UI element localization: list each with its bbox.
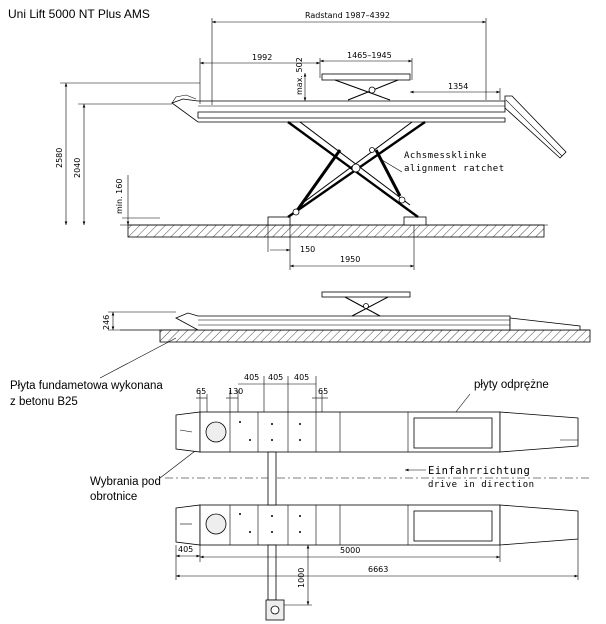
dim-1950: 1950 [340,255,360,264]
dim-2580: 2580 [55,148,64,168]
ground-slab [127,224,545,238]
lowered-view: 246 [102,291,591,343]
dim-65-right: 65 [318,387,328,396]
dim-150: 150 [300,245,315,254]
dim-1354: 1354 [448,82,468,91]
main-scissor [287,121,426,218]
plan-view: Einfahrrichtung drive in direction 65 13… [165,373,590,621]
plyta-label-2: z betonu B25 [10,396,78,408]
turntable-bottom [205,513,227,535]
runway-top [175,411,579,453]
plyta-label-1: Płyta fundametowa wykonana [10,380,163,392]
turntable-top [205,421,227,443]
dim-1465-1945: 1465–1945 [347,51,392,60]
drive-in-direction-label: drive in direction [428,480,535,490]
dim-radstand: Radstand 1987–4392 [305,11,390,20]
dim-min-160: min. 160 [115,179,124,214]
dim-405-c: 405 [294,373,309,382]
einfahrrichtung-label: Einfahrrichtung [428,465,530,477]
side-view: Radstand 1987–4392 1992 1465–1945 max. 5… [55,11,567,270]
dim-1000: 1000 [297,568,306,588]
dim-130: 130 [228,387,243,396]
dim-2040: 2040 [73,158,82,178]
dim-405-bottom: 405 [178,545,193,554]
wybrania-label-2: obrotnice [90,491,137,503]
achsmessklinke-label: Achsmessklinke [404,151,487,161]
wybrania-label-1: Wybrania pod [90,476,161,488]
dim-6663: 6663 [368,565,388,574]
lowered-slab [159,329,591,343]
dim-65-left: 65 [196,387,206,396]
dim-246: 246 [102,315,111,330]
plyty-label: płyty odprężne [474,379,549,391]
dim-1992: 1992 [252,53,272,62]
runway-bottom [175,504,579,546]
drive-on-ramp [504,95,567,159]
runway-platform [171,98,506,123]
alignment-ratchet-label: alignment ratchet [404,164,505,174]
dim-405-b: 405 [268,373,283,382]
dim-5000: 5000 [340,546,360,555]
dim-405-a: 405 [244,373,259,382]
drawing-title: Uni Lift 5000 NT Plus AMS [8,7,150,21]
dim-max-502: max. 502 [295,57,304,95]
